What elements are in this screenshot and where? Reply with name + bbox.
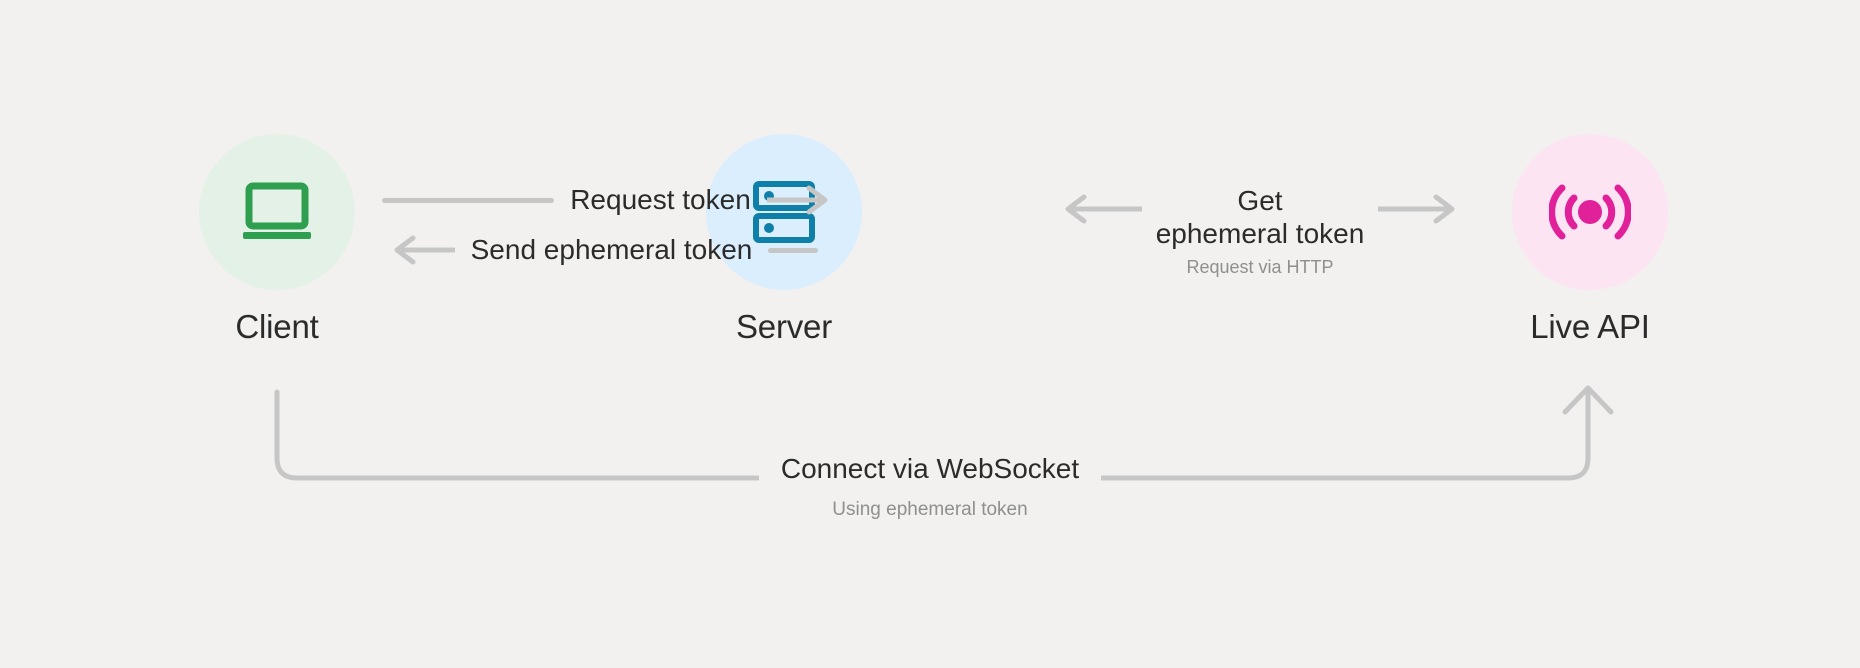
get-ephemeral-token-label-line1: Get — [1237, 185, 1283, 216]
flow-request-token: Request token — [378, 178, 833, 222]
laptop-icon — [243, 182, 311, 239]
get-ephemeral-token-sublabel: Request via HTTP — [1186, 257, 1334, 278]
websocket-label-secondary: Using ephemeral token — [832, 499, 1028, 521]
node-server[interactable]: Server — [684, 134, 884, 343]
flow-get-ephemeral-token: Get ephemeral token Request via HTTP — [1030, 180, 1490, 277]
arrow-right-icon — [766, 185, 828, 215]
arrow-left-icon — [394, 235, 455, 265]
server-icon-circle — [706, 134, 862, 290]
node-client[interactable]: Client — [177, 134, 377, 343]
request-token-label: Request token — [570, 184, 751, 216]
send-ephemeral-token-line-right — [768, 247, 819, 253]
send-ephemeral-token-label: Send ephemeral token — [470, 234, 753, 266]
request-token-line-left — [382, 197, 555, 203]
node-live-api[interactable]: Live API — [1490, 134, 1690, 343]
client-label: Client — [235, 308, 319, 345]
server-label: Server — [736, 308, 832, 345]
arrow-left-icon-server — [1065, 194, 1142, 224]
get-ephemeral-token-label-line2: ephemeral token — [1155, 218, 1365, 250]
arrow-right-icon-live-api — [1378, 194, 1455, 224]
websocket-label-primary: Connect via WebSocket — [640, 452, 1220, 486]
flow-send-ephemeral-token: Send ephemeral token — [378, 228, 833, 272]
live-api-icon-circle — [1512, 134, 1668, 290]
broadcast-signal-icon — [1549, 184, 1631, 240]
client-icon-circle — [199, 134, 355, 290]
server-rack-icon — [753, 181, 815, 243]
get-ephemeral-token-text-block: Get ephemeral token Request via HTTP — [1156, 180, 1365, 279]
live-api-label: Live API — [1530, 308, 1650, 345]
websocket-flow-label: Connect via WebSocket Using ephemeral to… — [640, 452, 1220, 522]
